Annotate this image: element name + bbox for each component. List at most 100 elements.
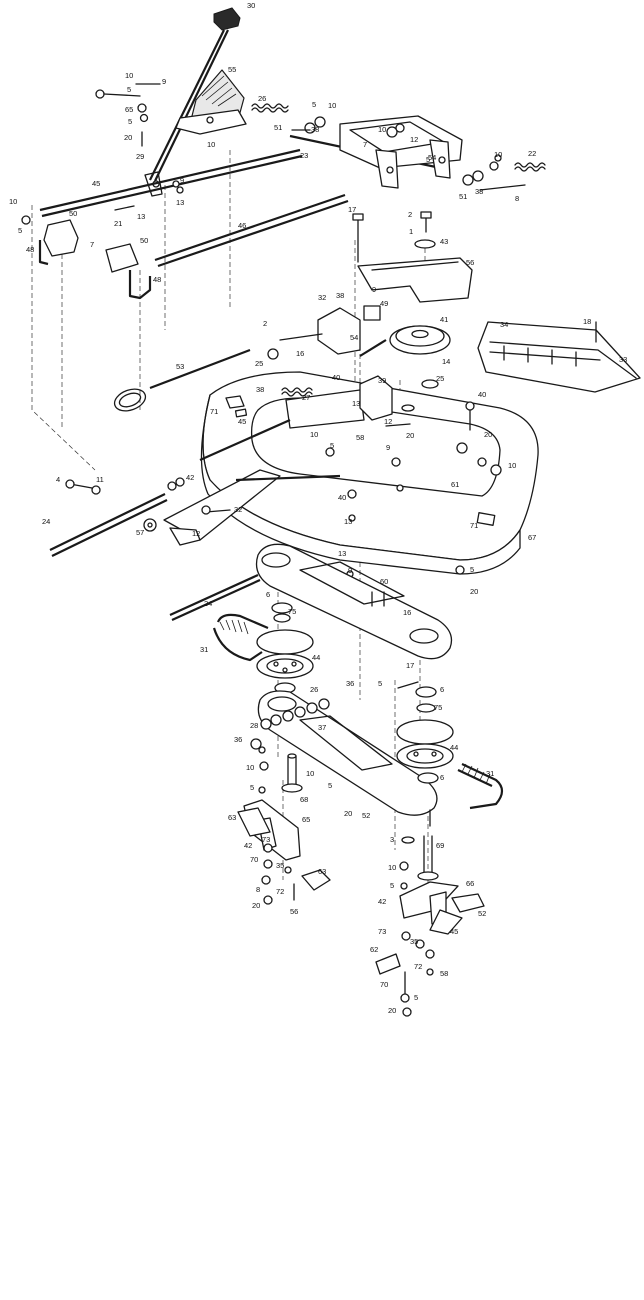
callout: 26 bbox=[310, 685, 318, 694]
callout: 20 bbox=[388, 1006, 396, 1015]
callout: 48 bbox=[26, 245, 34, 254]
callout: 5 bbox=[127, 85, 131, 94]
callout: 24 bbox=[204, 599, 212, 608]
callout: 75 bbox=[434, 703, 442, 712]
callout: 5 bbox=[250, 783, 254, 792]
bottom-bolt-stack bbox=[400, 971, 412, 1017]
callout: 45 bbox=[92, 179, 100, 188]
callout: 5 bbox=[390, 881, 394, 890]
callout: 50 bbox=[140, 236, 148, 245]
callout: 17 bbox=[348, 205, 356, 214]
callout: 44 bbox=[312, 653, 320, 662]
callout: 5 bbox=[470, 565, 474, 574]
callout: 54 bbox=[428, 153, 436, 162]
callout: 70 bbox=[250, 855, 258, 864]
callout: 43 bbox=[440, 237, 448, 246]
callout: 55 bbox=[228, 65, 236, 74]
callout: 10 bbox=[328, 101, 336, 110]
blade-carrier-66 bbox=[399, 881, 485, 976]
callout: 45 bbox=[450, 927, 458, 936]
callout: 10 bbox=[494, 150, 502, 159]
hardware-upper-left bbox=[21, 83, 184, 225]
callout: 20 bbox=[344, 809, 352, 818]
callout: 12 bbox=[192, 529, 200, 538]
callout: 10 bbox=[388, 863, 396, 872]
callout: 65 bbox=[302, 815, 310, 824]
spindle-hardware-top bbox=[414, 211, 436, 249]
callout: 71 bbox=[470, 521, 478, 530]
callout: 73 bbox=[262, 835, 270, 844]
callout: 66 bbox=[466, 879, 474, 888]
callout: 38 bbox=[336, 291, 344, 300]
callout: 20 bbox=[252, 901, 260, 910]
callout: 17 bbox=[406, 661, 414, 670]
callout: 35 bbox=[276, 861, 284, 870]
callout: 28 bbox=[250, 721, 258, 730]
control-cable-53 bbox=[113, 348, 251, 412]
callout: 9 bbox=[386, 443, 390, 452]
callout: 75 bbox=[288, 607, 296, 616]
callout: 5 bbox=[128, 117, 132, 126]
callout: 62 bbox=[370, 945, 378, 954]
callout: 48 bbox=[153, 275, 161, 284]
callout: 58 bbox=[440, 969, 448, 978]
callout: 10 bbox=[310, 430, 318, 439]
callout: 33 bbox=[619, 355, 627, 364]
callout: 40 bbox=[338, 493, 346, 502]
callout: 25 bbox=[255, 359, 263, 368]
callout: 14 bbox=[442, 357, 450, 366]
callout: 9 bbox=[372, 285, 376, 294]
callout: 56 bbox=[290, 907, 298, 916]
blade-carrier-65 bbox=[237, 799, 301, 905]
callout: 56 bbox=[466, 258, 474, 267]
rear-bracket-23 bbox=[289, 115, 463, 189]
callout: 44 bbox=[450, 743, 458, 752]
deck-plate-33 bbox=[477, 321, 641, 393]
pulley-44-right bbox=[396, 681, 454, 784]
callout: 10 bbox=[125, 71, 133, 80]
hardware-upper-right bbox=[291, 116, 502, 186]
callout: 36 bbox=[234, 735, 242, 744]
callout-labels: 30 55 26 51 38 5 10 10 9 5 65 5 20 29 10… bbox=[9, 1, 627, 1015]
callout: 40 bbox=[478, 390, 486, 399]
rod-45 bbox=[39, 148, 303, 218]
left-side-hardware bbox=[65, 477, 231, 515]
callout: 35 bbox=[410, 937, 418, 946]
callout: 30 bbox=[247, 1, 255, 10]
callout: 73 bbox=[378, 927, 386, 936]
callout: 51 bbox=[459, 192, 467, 201]
callout: 13 bbox=[176, 198, 184, 207]
callout: 46 bbox=[238, 221, 246, 230]
callout: 38 bbox=[256, 385, 264, 394]
callout: 13 bbox=[137, 212, 145, 221]
bolt-8-right bbox=[479, 184, 526, 191]
callout: 61 bbox=[451, 480, 459, 489]
deck-hardware bbox=[267, 348, 502, 578]
callout: 7 bbox=[363, 140, 367, 149]
spindle-68 bbox=[258, 753, 303, 794]
callout: 63 bbox=[228, 813, 236, 822]
callout: 58 bbox=[356, 433, 364, 442]
callout: 6 bbox=[266, 590, 270, 599]
callout: 32 bbox=[234, 505, 242, 514]
lift-frame-24 bbox=[49, 418, 341, 622]
callout: 13 bbox=[338, 549, 346, 558]
callout: 9 bbox=[180, 176, 184, 185]
callout: 34 bbox=[500, 320, 508, 329]
callout: 1 bbox=[409, 227, 413, 236]
callout: 12 bbox=[384, 417, 392, 426]
callout: 2 bbox=[408, 210, 412, 219]
callout: 31 bbox=[200, 645, 208, 654]
height-lever-assembly bbox=[144, 7, 247, 197]
callout: 10 bbox=[246, 763, 254, 772]
callout: 68 bbox=[300, 795, 308, 804]
callout: 65 bbox=[125, 105, 133, 114]
pulley-44-left bbox=[256, 602, 314, 694]
callout: 52 bbox=[478, 909, 486, 918]
callout: 16 bbox=[296, 349, 304, 358]
callout: 32 bbox=[318, 293, 326, 302]
callout: 57 bbox=[136, 528, 144, 537]
callout: 21 bbox=[114, 219, 122, 228]
